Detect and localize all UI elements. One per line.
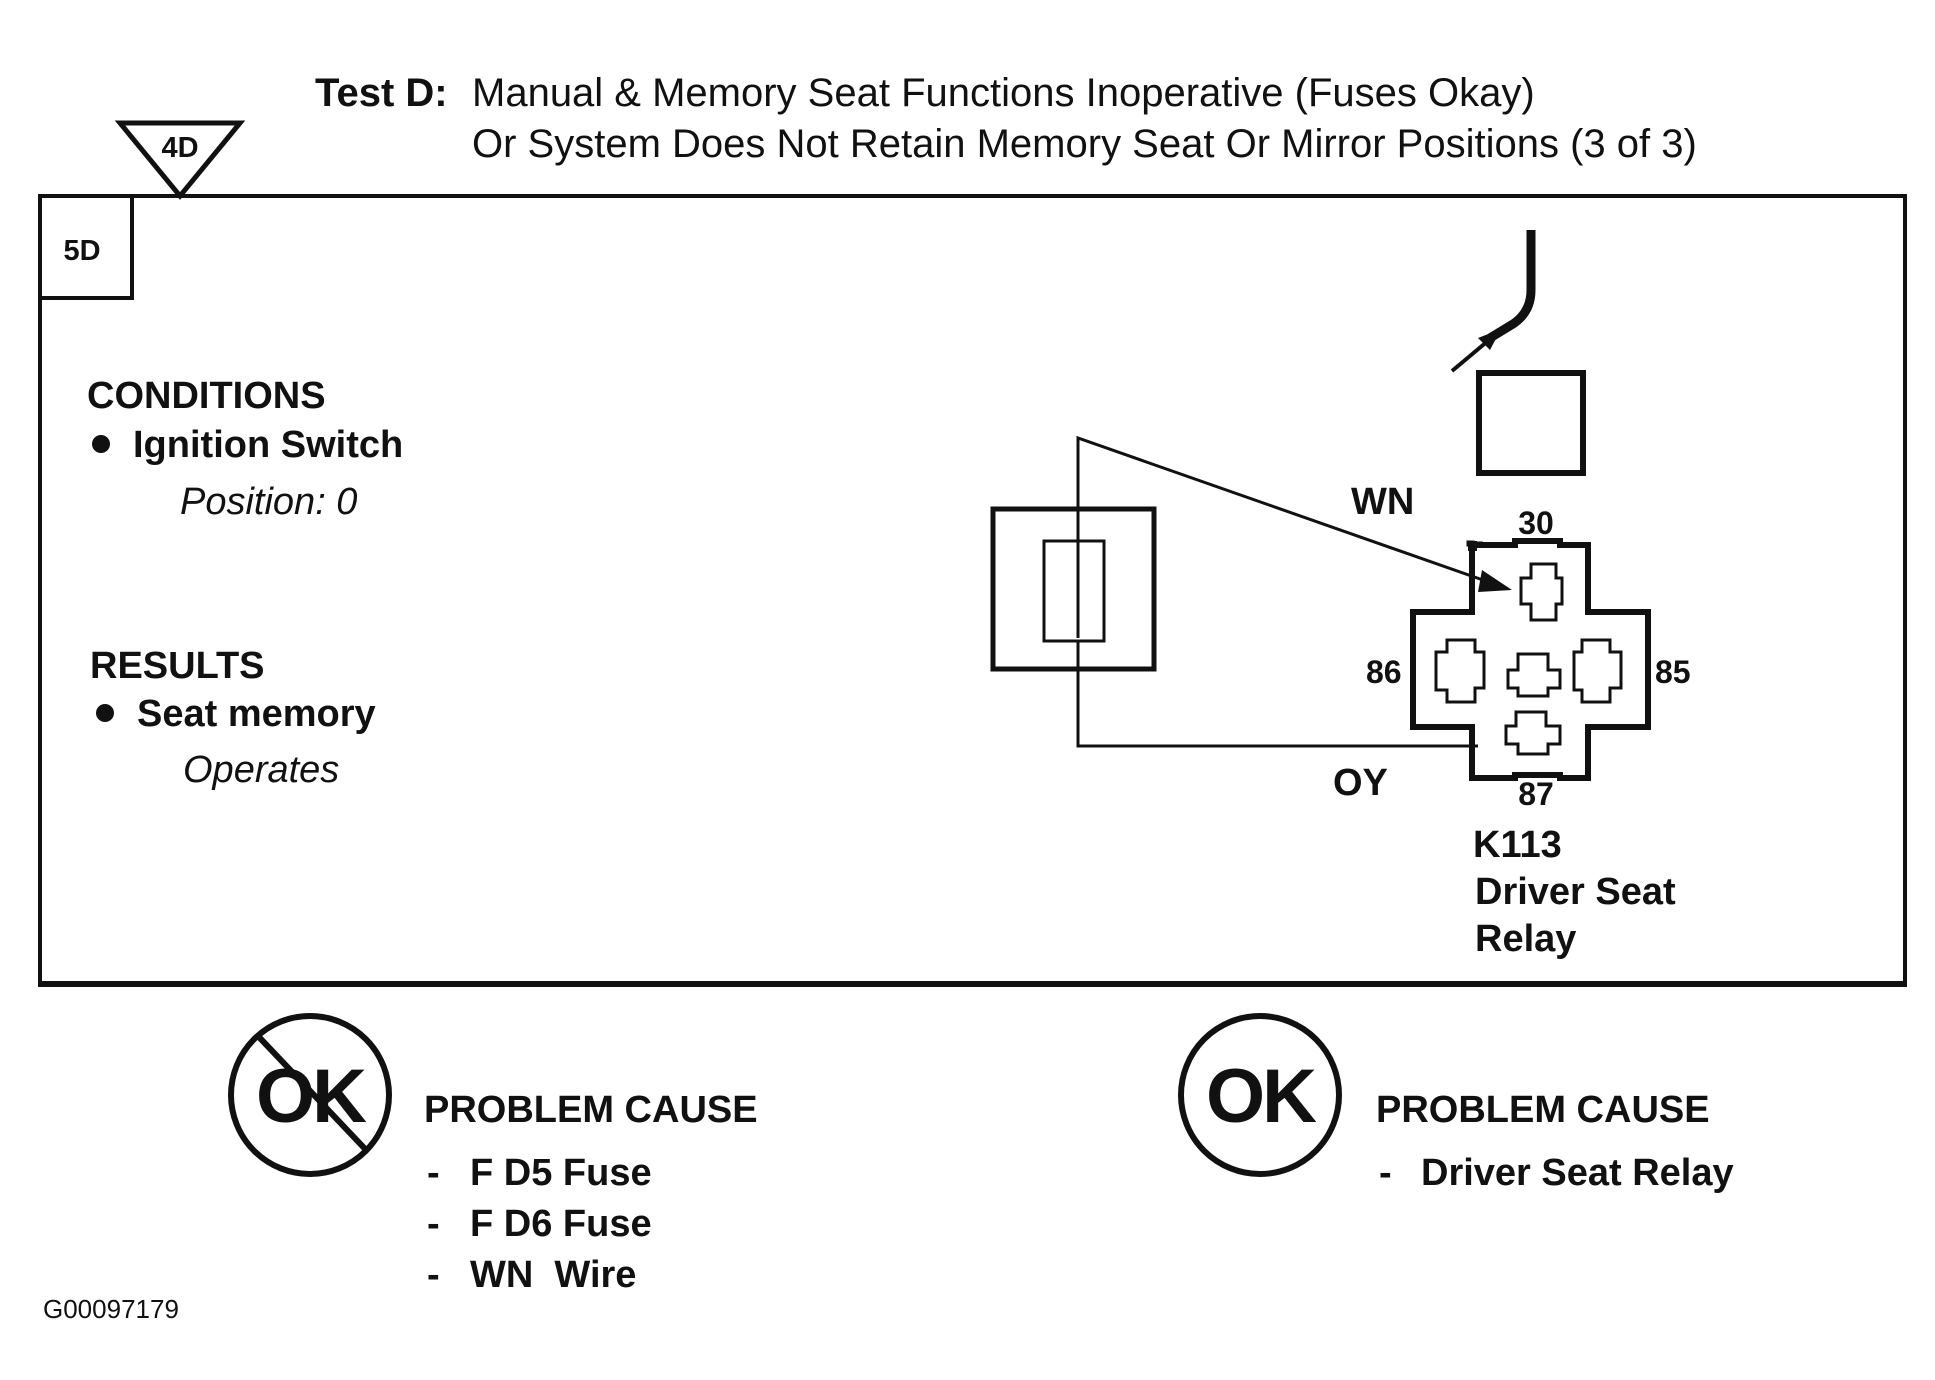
pin-label-86: 86 bbox=[1366, 654, 1402, 690]
test-step-panel bbox=[38, 194, 1907, 986]
previous-step-label: 4D bbox=[161, 132, 198, 164]
conditions-heading: CONDITIONS bbox=[87, 375, 326, 417]
not-ok-cause-3: WN Wire bbox=[470, 1254, 636, 1296]
wire-oy bbox=[1076, 641, 1478, 748]
current-step-box bbox=[38, 194, 134, 300]
conditions-bullet bbox=[92, 435, 110, 453]
relay-socket bbox=[1410, 538, 1651, 781]
relay-code: K113 bbox=[1473, 824, 1562, 866]
ok-heading: PROBLEM CAUSE bbox=[1376, 1089, 1710, 1131]
test-title-line-1: Manual & Memory Seat Functions Inoperati… bbox=[472, 71, 1535, 115]
test-label: Test D: bbox=[315, 71, 448, 115]
ok-cause-1: Driver Seat Relay bbox=[1421, 1152, 1734, 1194]
not-ok-outcome: OK bbox=[228, 1013, 392, 1177]
results-detail: Operates bbox=[183, 749, 339, 791]
not-ok-bullet-2: - bbox=[427, 1203, 440, 1245]
ok-symbol bbox=[1178, 1013, 1342, 1177]
conditions-item: Ignition Switch bbox=[133, 424, 403, 466]
test-title-line-2: Or System Does Not Retain Memory Seat Or… bbox=[472, 122, 1697, 166]
results-item: Seat memory bbox=[137, 693, 376, 735]
pin-label-85: 85 bbox=[1655, 654, 1691, 690]
wire-wn-arrowhead bbox=[1478, 570, 1512, 592]
wire-label-wn: WN bbox=[1351, 481, 1414, 523]
not-ok-slash bbox=[255, 1033, 371, 1155]
relay-top-view bbox=[1476, 370, 1586, 476]
not-ok-bullet-3: - bbox=[427, 1254, 440, 1296]
wire-wn bbox=[1076, 435, 1501, 638]
pin-label-87: 87 bbox=[1518, 776, 1554, 812]
relay-name-line-2: Relay bbox=[1475, 918, 1576, 960]
ok-bullet-1: - bbox=[1379, 1152, 1392, 1194]
not-ok-bullet-1: - bbox=[427, 1152, 440, 1194]
wiring bbox=[1076, 435, 1512, 748]
wire-label-oy: OY bbox=[1333, 762, 1388, 804]
pin-label-30: 30 bbox=[1518, 505, 1554, 541]
not-ok-cause-1: F D5 Fuse bbox=[470, 1152, 652, 1194]
not-ok-cause-2: F D6 Fuse bbox=[470, 1203, 652, 1245]
results-heading: RESULTS bbox=[90, 645, 265, 687]
relay-name-line-1: Driver Seat bbox=[1475, 871, 1676, 913]
not-ok-symbol bbox=[228, 1013, 392, 1177]
figure-id: G00097179 bbox=[43, 1294, 179, 1324]
not-ok-heading: PROBLEM CAUSE bbox=[424, 1089, 758, 1131]
ok-symbol-text: OK bbox=[1206, 1054, 1317, 1139]
connector-block bbox=[990, 506, 1157, 672]
previous-step-marker bbox=[114, 120, 246, 200]
relay-location-view bbox=[1450, 230, 1586, 476]
conditions-detail: Position: 0 bbox=[180, 481, 357, 523]
current-step-label: 5D bbox=[63, 235, 100, 267]
results-bullet bbox=[96, 704, 114, 722]
